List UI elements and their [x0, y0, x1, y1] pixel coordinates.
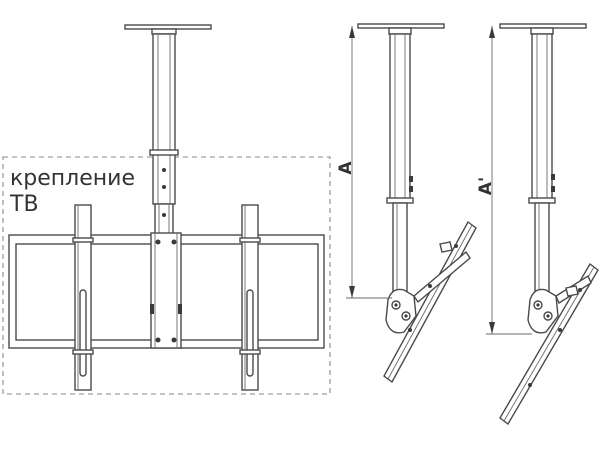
front-view	[2, 24, 331, 395]
dimension-label-A-prime: A'	[476, 177, 496, 195]
side2-upper-pole	[531, 33, 553, 201]
side-view-adjustable	[486, 23, 599, 426]
dimension-A-prime	[486, 26, 532, 335]
caption-line-2: ТВ	[10, 192, 39, 217]
mount-caption: крепление ТВ	[10, 166, 135, 218]
lower-pole	[154, 203, 174, 235]
dimension-label-A: A	[336, 161, 356, 175]
side-view-fixed	[346, 23, 477, 384]
right-vertical-arm	[239, 204, 261, 391]
upper-pole	[149, 33, 179, 205]
side1-lower-pole	[392, 202, 408, 294]
caption-line-1: крепление	[10, 166, 135, 191]
center-bracket	[150, 232, 182, 349]
dimension-A	[346, 26, 392, 299]
left-vertical-arm	[72, 204, 94, 391]
side1-upper-pole	[389, 33, 411, 201]
side2-lower-pole	[534, 202, 550, 294]
pole-collar	[151, 28, 177, 35]
side2-tilt-joint	[527, 288, 559, 334]
